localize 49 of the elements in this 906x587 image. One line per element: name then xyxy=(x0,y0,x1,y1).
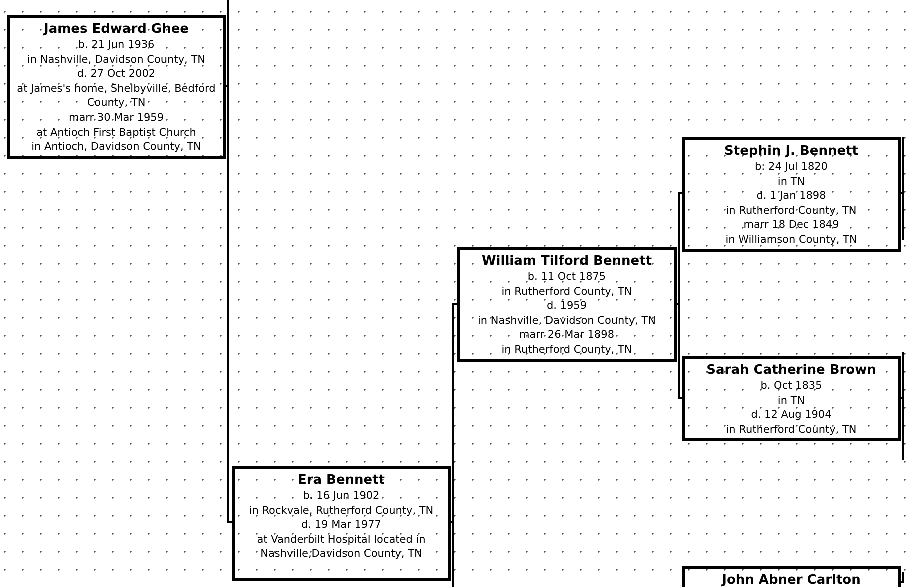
connector-line xyxy=(451,521,454,587)
connector-line xyxy=(677,303,682,399)
person-name: John Abner Carlton xyxy=(720,572,862,587)
life-event-text: b: 24 Jul 1820 xyxy=(754,160,829,175)
person-box xyxy=(232,466,451,581)
life-event-text: in Nashville, Davidson County, TN xyxy=(477,314,657,328)
life-event-text: in TN xyxy=(776,174,806,190)
connector-line xyxy=(901,192,904,240)
connector-line xyxy=(226,0,229,87)
life-event-text: b. 16 Jun 1902 xyxy=(302,489,381,504)
life-event-text: d. 1959 xyxy=(546,299,588,314)
life-event-text: marr 18 Dec 1849 xyxy=(742,218,840,233)
life-event-text: d. 12 Aug 1904 xyxy=(750,408,833,423)
person-box xyxy=(682,137,901,252)
life-event-text: in Nashville, Davidson County, TN xyxy=(26,52,206,68)
life-event-text: marr 30 Mar 1959 xyxy=(68,110,166,126)
person-box xyxy=(682,356,901,441)
connector-line xyxy=(901,397,904,460)
life-event-text: in Williamson County, TN xyxy=(724,232,858,248)
connector-line xyxy=(901,352,904,399)
connector-line xyxy=(901,572,904,583)
person-name: James Edward Ghee xyxy=(42,21,190,38)
life-event-text: at Antioch First Baptist Church xyxy=(36,126,198,140)
person-name: William Tilford Bennett xyxy=(480,253,654,270)
life-event-text: in Rutherford County, TN xyxy=(500,284,634,300)
connector-line xyxy=(225,85,232,523)
person-box xyxy=(682,566,901,587)
life-event-text: d. 19 Mar 1977 xyxy=(300,518,382,533)
life-event-text: b. 21 Jun 1936 xyxy=(77,38,156,53)
life-event-text: b. Oct 1835 xyxy=(760,379,824,394)
life-event-text: at Vanderbilt Hospital located in Nashville,Davidson County, TN xyxy=(256,532,427,562)
life-event-text: marr 26 Mar 1898 xyxy=(518,328,616,343)
life-event-text: in Rutherford County, TN xyxy=(725,422,858,438)
life-event-text: in Rutherford County, TN xyxy=(725,204,858,218)
life-event-text: b. 11 Oct 1875 xyxy=(526,270,608,285)
connector-line xyxy=(677,192,682,305)
connector-line xyxy=(450,303,457,523)
person-name: Era Bennett xyxy=(296,472,386,489)
life-event-text: d. 1 Jan 1898 xyxy=(756,189,828,204)
life-event-text: in Antioch, Davidson County, TN xyxy=(30,140,202,155)
connector-line xyxy=(901,137,904,194)
life-event-text: in Rutherford County, TN xyxy=(500,342,634,358)
life-event-text: in Rockvale, Rutherford County, TN xyxy=(248,504,435,518)
person-name: Stephin J. Bennett xyxy=(724,143,860,160)
person-box xyxy=(7,15,226,159)
person-name: Sarah Catherine Brown xyxy=(706,362,878,379)
life-event-text: in TN xyxy=(776,394,806,408)
life-event-text: d. 27 Oct 2002 xyxy=(76,67,157,82)
person-box xyxy=(457,247,677,362)
